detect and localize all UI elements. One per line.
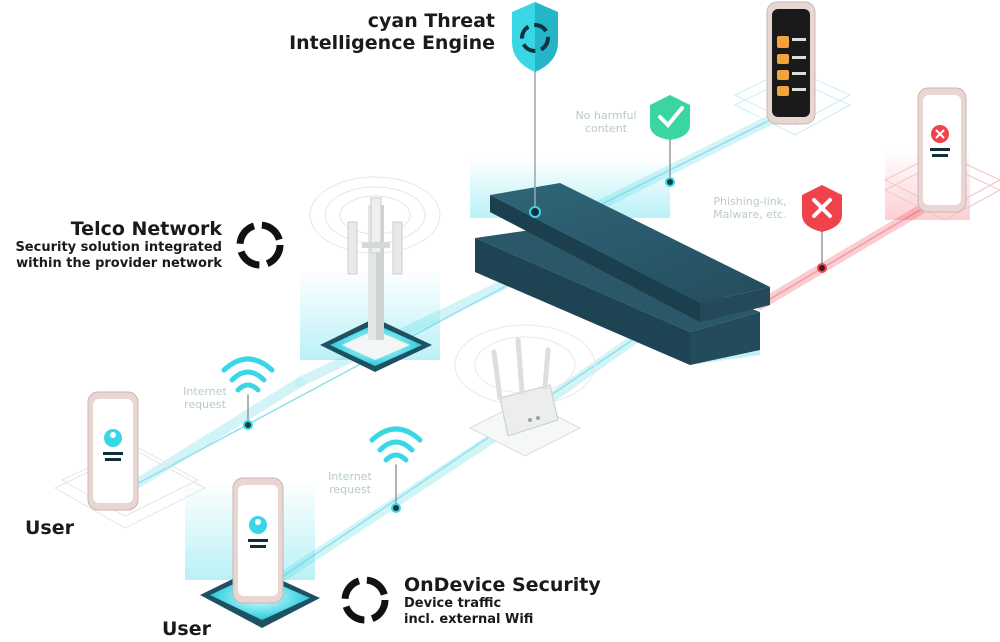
threat-engine-title: cyan Threat Intelligence Engine <box>280 10 495 54</box>
user-bottom-label: User <box>162 618 211 640</box>
ondevice-title: OnDevice Security <box>404 574 601 596</box>
wifi-pin-bottom <box>391 503 401 513</box>
cell-tower-icon <box>309 176 441 372</box>
smartphone-icon <box>53 391 207 529</box>
no-harmful-annotation: No harmful content <box>575 109 637 135</box>
smartphone-icon <box>733 1 852 136</box>
ondevice-line2: incl. external Wifi <box>404 612 534 627</box>
threat-engine-line2: Intelligence Engine <box>289 32 495 54</box>
telco-title: Telco Network <box>70 218 222 240</box>
cyan-logo-icon <box>341 576 389 624</box>
ondevice-line1: Device traffic <box>404 596 502 611</box>
cross-icon <box>802 185 842 273</box>
phishing-annotation: Phishing-link, Malware, etc. <box>713 195 787 221</box>
wifi-icon <box>369 426 423 509</box>
check-icon <box>650 95 690 187</box>
smartphone-icon <box>200 477 320 628</box>
engine-connector <box>529 70 541 218</box>
wifi-pin-top <box>243 420 253 430</box>
telco-label: Telco Network Security solution integrat… <box>0 218 222 272</box>
line-user-top-to-tower <box>130 377 305 490</box>
router-icon <box>454 324 596 457</box>
telco-line1: Security solution integrated <box>15 240 222 255</box>
ondevice-label: OnDevice Security Device traffic incl. e… <box>404 574 624 628</box>
wifi-icon <box>221 356 275 426</box>
user-top-label: User <box>25 517 74 539</box>
threat-engine-slab <box>475 183 770 365</box>
smartphone-icon <box>883 87 1000 221</box>
internet-request-bottom-annotation: Internet request <box>328 470 372 496</box>
internet-request-top-annotation: Internet request <box>183 385 227 411</box>
telco-line2: within the provider network <box>16 256 222 271</box>
shield-icon <box>512 2 558 72</box>
cyan-logo-icon <box>236 221 284 269</box>
threat-engine-line1: cyan Threat <box>367 10 495 32</box>
